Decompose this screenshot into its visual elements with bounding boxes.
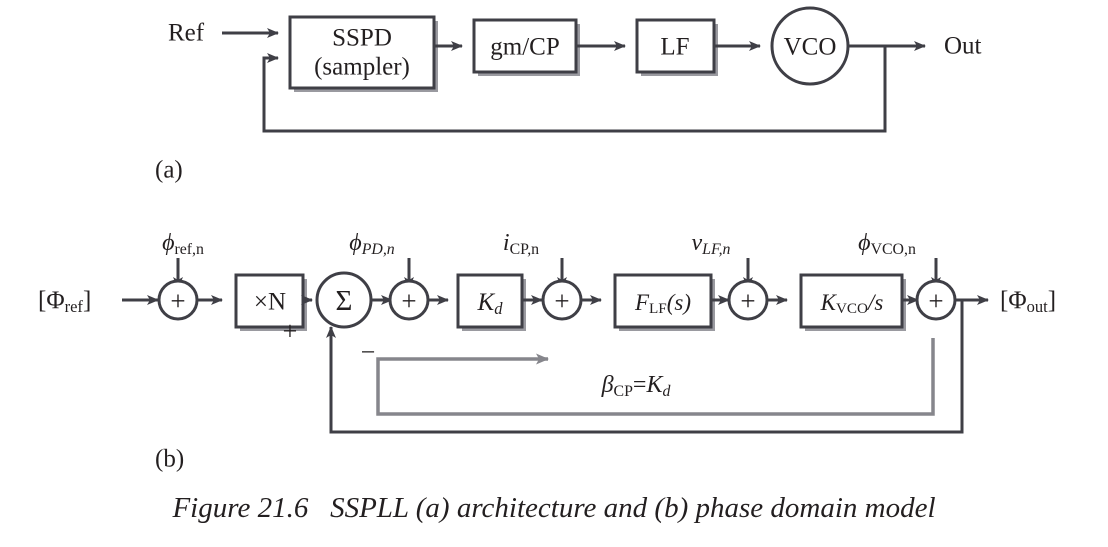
out-output-label: Out: [944, 33, 982, 60]
gmcp-block: [472, 18, 578, 74]
sigma-minus-sign: −: [361, 338, 376, 367]
sum-vco-glyph: +: [928, 286, 943, 316]
vco-block-label: VCO: [784, 34, 837, 61]
sum-sigma-glyph: Σ: [336, 285, 353, 317]
phi-out-output-label: [Φout]: [1000, 287, 1056, 316]
sum-cp-glyph: +: [554, 286, 569, 316]
part-a-label: (a): [155, 157, 183, 184]
flf-block: [613, 273, 713, 329]
kd-block: [456, 273, 524, 329]
sum-lf-glyph: +: [740, 286, 755, 316]
phi-pd-n-label: ϕPD,n: [349, 230, 394, 258]
v-lf-n-label: vLF,n: [692, 230, 731, 258]
divn-block-label: ×N: [254, 289, 286, 316]
sspd-block-label-line1: SSPD: [332, 25, 392, 52]
part-a-group: Ref SSPD (sampler) gm/CP LF V: [155, 6, 982, 184]
sum-pd-glyph: +: [401, 286, 416, 316]
sspd-block-label-line2: (sampler): [314, 54, 410, 81]
lf-block-label: LF: [660, 34, 689, 61]
kvco-block: [799, 273, 904, 329]
kd-block-label: Kd: [477, 289, 504, 318]
phi-vco-n-label: ϕVCO,n: [858, 230, 916, 258]
figure-caption: Figure 21.6 SSPLL (a) architecture and (…: [172, 492, 936, 524]
ref-input-label: Ref: [168, 20, 205, 47]
sigma-plus-sign: +: [283, 317, 298, 346]
wire-feedback-a: [262, 46, 887, 133]
part-b-group: [Φref] ϕref,n + ×N + Σ: [38, 230, 1056, 473]
sum-ref-glyph: +: [170, 286, 185, 316]
gmcp-block-label: gm/CP: [490, 34, 559, 61]
kvco-block-label: KVCO/s: [820, 290, 884, 317]
wire-beta-cp-path: [376, 338, 935, 416]
beta-cp-annotation: βCP=Kd: [601, 372, 671, 400]
i-cp-n-label: iCP,n: [503, 230, 539, 258]
part-b-label: (b): [155, 446, 184, 473]
wire-feedback-outer-b: [326, 300, 964, 434]
sspd-block: [288, 15, 436, 90]
phi-ref-n-label: ϕref,n: [162, 230, 204, 258]
phi-ref-input-label: [Φref]: [38, 287, 91, 316]
flf-block-label: FLF(s): [634, 290, 691, 317]
